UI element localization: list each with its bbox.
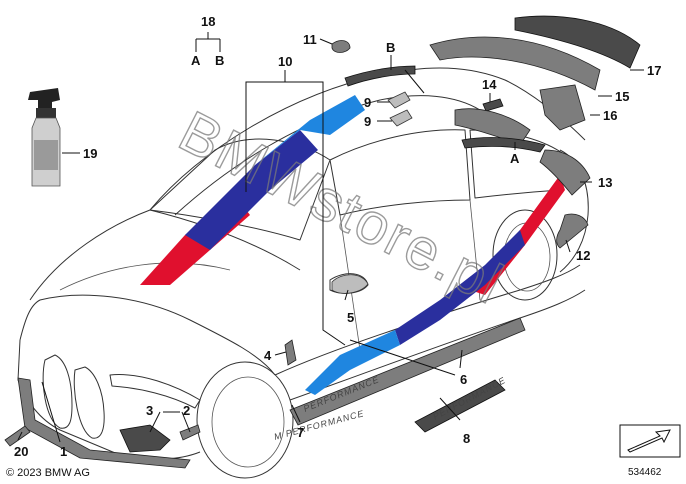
callout-15: 15 bbox=[615, 89, 629, 104]
leader-lines bbox=[17, 32, 644, 443]
front-intake-part-3 bbox=[119, 424, 171, 453]
part-11 bbox=[331, 40, 351, 53]
callout-19: 19 bbox=[83, 146, 97, 161]
callout-2: 2 bbox=[183, 403, 190, 418]
part-9-upper bbox=[387, 91, 411, 109]
arrow-stamp-icon bbox=[619, 424, 681, 458]
front-splitter-part-1 bbox=[17, 377, 191, 469]
callout-5: 5 bbox=[347, 310, 354, 325]
m-stripe-side bbox=[305, 175, 565, 395]
trunk-spoiler-part-a bbox=[454, 108, 531, 146]
letter-b-part: B bbox=[386, 40, 395, 55]
rear-side-element-13 bbox=[539, 149, 591, 196]
callout-6: 6 bbox=[460, 372, 467, 387]
callout-4: 4 bbox=[264, 348, 272, 363]
part-20 bbox=[4, 425, 31, 447]
mirror-cap-5 bbox=[331, 274, 369, 294]
callout-10: 10 bbox=[278, 54, 292, 69]
callout-16: 16 bbox=[603, 108, 617, 123]
part-4 bbox=[284, 339, 297, 366]
front-flick-part-2 bbox=[179, 424, 201, 441]
callout-3: 3 bbox=[146, 403, 153, 418]
callout-18: 18 bbox=[201, 14, 215, 29]
part-9-lower bbox=[389, 109, 413, 127]
callout-11: 11 bbox=[303, 32, 317, 47]
callout-14: 14 bbox=[482, 77, 497, 92]
rear-wing-lower-15 bbox=[429, 36, 601, 91]
door-sill-plate-8 bbox=[414, 379, 506, 433]
m-stripe-hood-roof bbox=[140, 95, 365, 285]
car-outline bbox=[17, 67, 589, 479]
callout-9-lower: 9 bbox=[364, 114, 371, 129]
rear-apron-element-12 bbox=[556, 213, 589, 249]
part-14 bbox=[482, 98, 504, 112]
letter-b-group: B bbox=[215, 53, 224, 68]
diagram-number: 534462 bbox=[628, 467, 662, 478]
callouts: 1 2 3 4 5 6 7 8 9 9 10 11 12 13 14 15 16… bbox=[14, 14, 661, 459]
callout-9-upper: 9 bbox=[364, 95, 371, 110]
callout-1: 1 bbox=[60, 444, 67, 459]
letter-a-part: A bbox=[510, 151, 520, 166]
letter-a-group: A bbox=[191, 53, 201, 68]
rear-wing-blade-17 bbox=[514, 15, 641, 69]
sill-plate-text: PERFORMANCE bbox=[431, 375, 507, 422]
rear-wing-support-16 bbox=[539, 84, 586, 131]
callout-12: 12 bbox=[576, 248, 590, 263]
spray-bottle-icon bbox=[28, 88, 61, 187]
callout-17: 17 bbox=[647, 63, 661, 78]
roof-spoiler-part-b bbox=[344, 65, 416, 87]
callout-7: 7 bbox=[297, 425, 304, 440]
callout-20: 20 bbox=[14, 444, 28, 459]
callout-13: 13 bbox=[598, 175, 612, 190]
callout-8: 8 bbox=[463, 431, 470, 446]
trunk-lip-a bbox=[461, 137, 546, 153]
side-skirt-6 bbox=[289, 317, 526, 426]
copyright-text: © 2023 BMW AG bbox=[6, 467, 90, 479]
